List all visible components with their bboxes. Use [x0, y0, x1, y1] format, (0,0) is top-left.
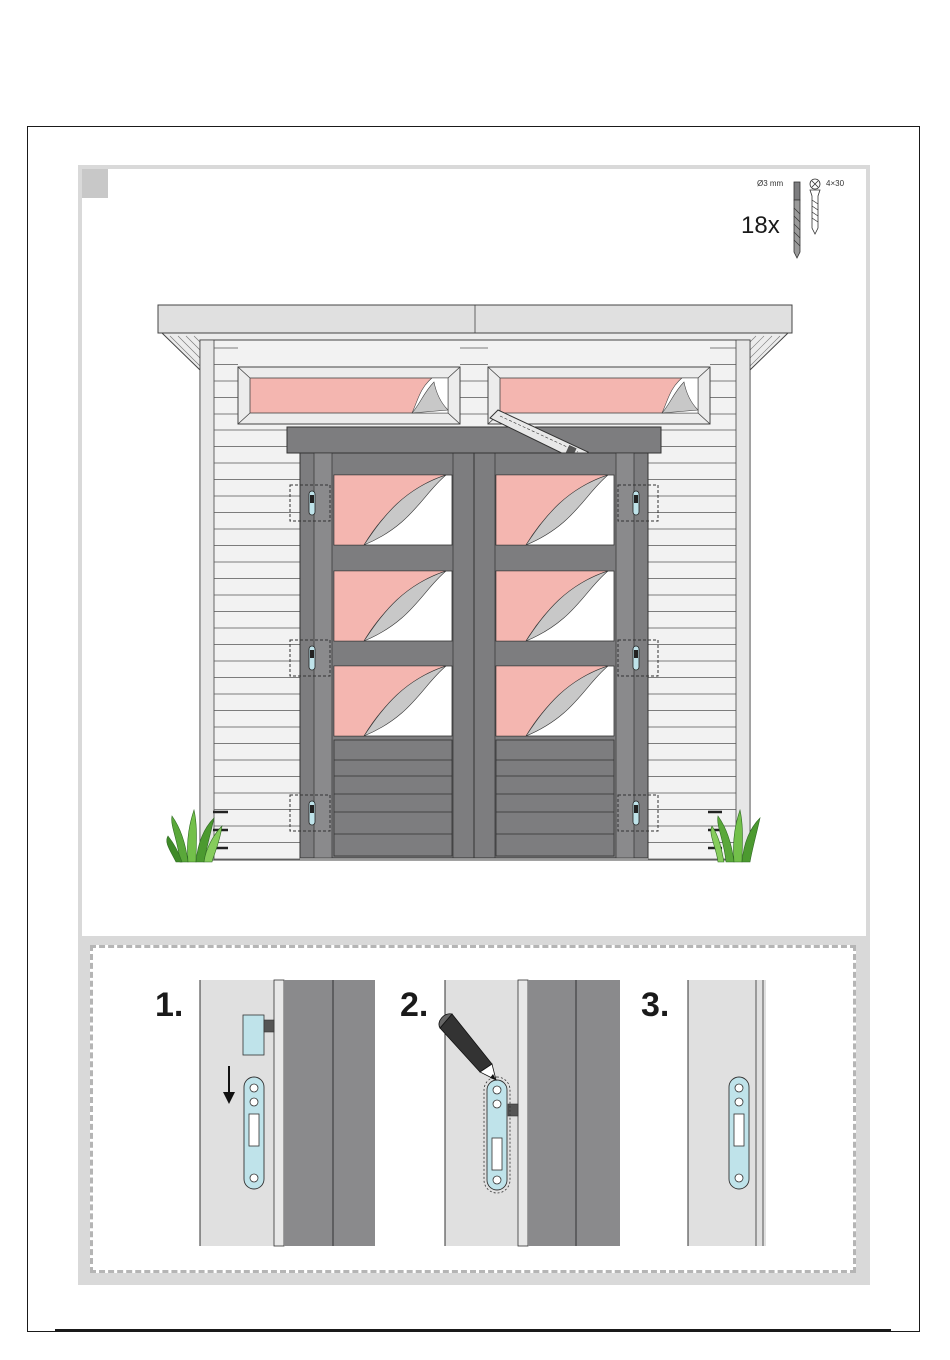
double-door: [300, 453, 648, 858]
hinge-plate-icon: [729, 1077, 749, 1189]
detail-step-1: [200, 980, 375, 1246]
glass-pane: [496, 475, 614, 545]
hinge-plate-icon: [244, 1077, 264, 1189]
door-header: [287, 427, 661, 453]
glass-pane: [496, 571, 614, 641]
step-3-number: 3.: [641, 988, 669, 1022]
glass-pane: [334, 571, 452, 641]
screw-icon: [810, 179, 820, 234]
top-window-left: [238, 367, 460, 424]
top-window-right: [488, 367, 710, 424]
hinge-plate-icon: [484, 1077, 510, 1193]
step-1-number: 1.: [155, 988, 183, 1022]
detail-step-3: [688, 980, 766, 1246]
glass-pane: [496, 666, 614, 736]
drill-bit-icon: [794, 182, 800, 258]
step-2-number: 2.: [400, 988, 428, 1022]
detail-step-2: [439, 980, 620, 1246]
glass-pane: [334, 475, 452, 545]
glass-pane: [334, 666, 452, 736]
